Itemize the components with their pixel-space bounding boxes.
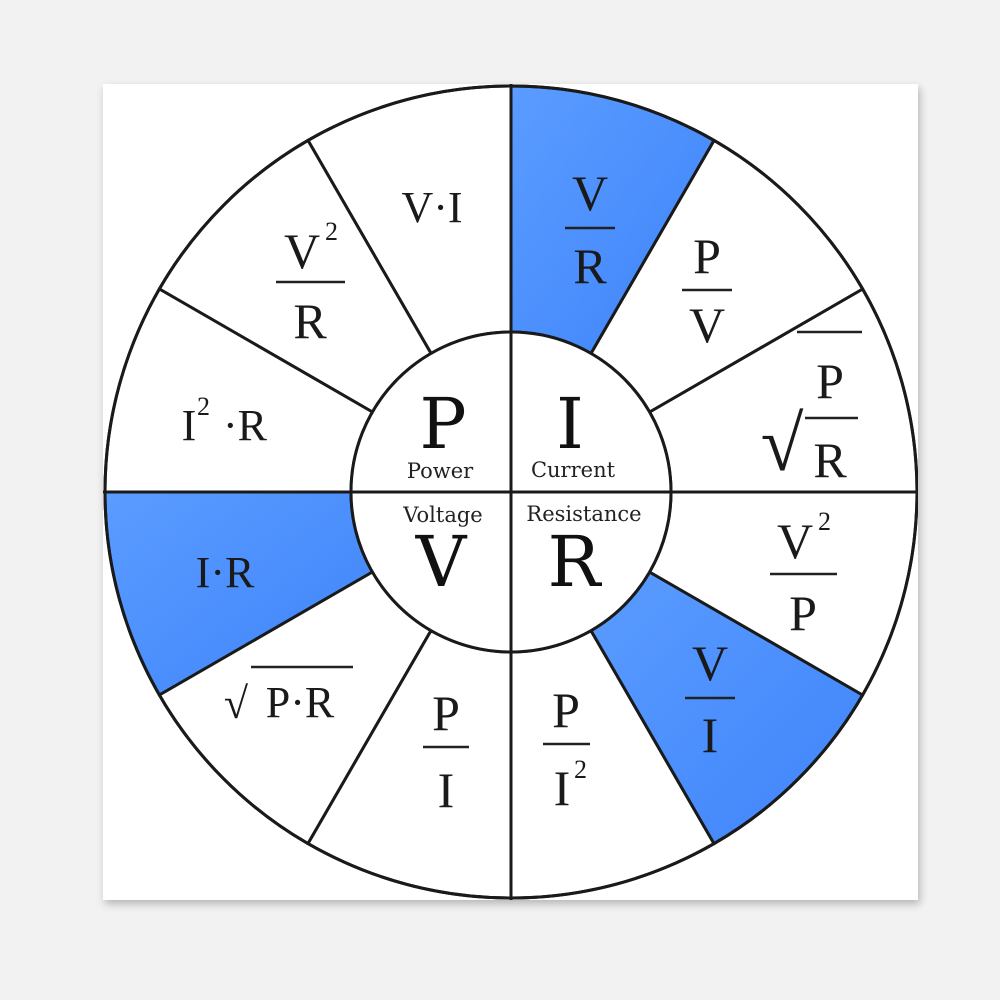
formula-tail: ·R [223,401,268,450]
numerator: P [693,228,721,284]
denominator: V [689,297,725,353]
formula-sqrt-p-over-r: √ P R [761,330,862,488]
exponent: 2 [325,217,338,246]
numerator: P [552,682,580,738]
power-label: Power [407,459,474,483]
formula-p-over-i: P I [423,685,469,818]
power-symbol: P [419,383,466,465]
numerator: V [692,635,728,691]
exponent: 2 [197,392,210,421]
denominator: I [438,762,455,818]
sqrt-icon: √ [761,400,804,487]
denominator: R [813,432,847,488]
formula-v-squared-over-p: V 2 P [770,507,837,641]
outer-circle [103,84,918,900]
exponent: 2 [818,507,831,536]
radicand: P·R [266,678,335,727]
denominator: R [573,238,607,294]
formula-i-times-r: I·R [196,548,255,597]
formula-v-times-i: V·I [401,183,462,232]
voltage-symbol: V [415,521,468,603]
sqrt-icon: √ [224,679,249,728]
resistance-symbol: R [548,521,603,603]
denominator: I [702,707,719,763]
formula-i-squared-times-r: I 2 ·R [182,392,268,450]
numerator: V [572,165,608,221]
denominator: R [293,293,327,349]
current-label: Current [531,458,616,482]
formula-text: I·R [196,548,255,597]
numerator: P [816,353,844,409]
metal-print: P Power I Current Voltage V Resistance R… [103,84,918,900]
formula-v-over-i: V I [685,635,735,763]
numerator: V [777,513,813,569]
resistance-label: Resistance [526,502,641,526]
formula-sqrt-p-times-r: √ P·R [224,665,353,728]
denominator: P [789,585,817,641]
formula-p-over-v: P V [682,228,732,353]
current-symbol: I [556,383,584,465]
exponent: 2 [574,755,587,784]
denominator: I [554,760,571,816]
formula-v-over-r: V R [565,165,615,294]
base: I [182,401,197,450]
voltage-label: Voltage [402,503,482,527]
ohms-law-wheel: P Power I Current Voltage V Resistance R… [103,84,918,900]
formula-text: V·I [401,183,462,232]
numerator: V [284,223,320,279]
formula-v-squared-over-r: V 2 R [276,217,345,349]
formula-p-over-i-squared: P I 2 [543,682,590,816]
numerator: P [432,685,460,741]
